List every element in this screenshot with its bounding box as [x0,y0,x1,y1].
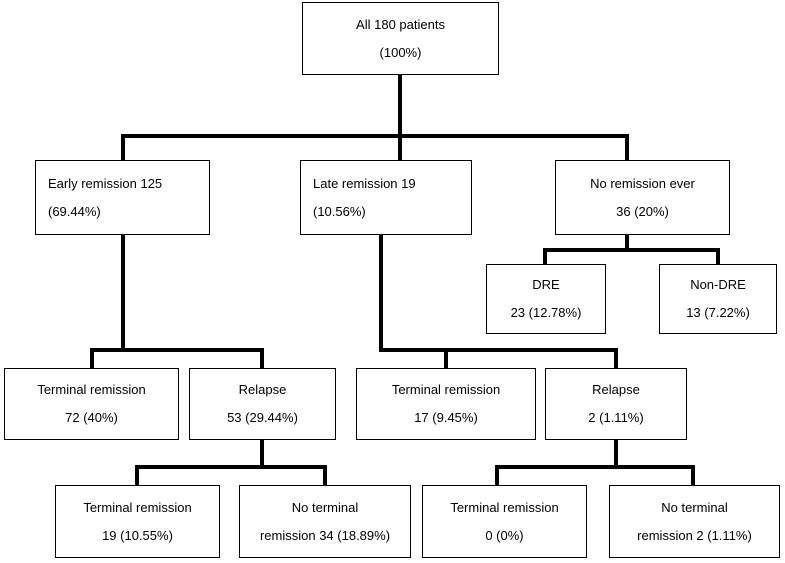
node-value: 53 (29.44%) [227,410,298,425]
node-label: Terminal remission [450,499,559,515]
node-late-remission: Late remission 19 (10.56%) [300,160,472,235]
node-value: 23 (12.78%) [510,305,582,320]
node-value: (69.44%) [48,203,101,219]
node-dre: DRE 23 (12.78%) [486,264,606,334]
node-relapse-terminal-remission: Terminal remission 19 (10.55%) [55,485,220,558]
node-early-relapse: Relapse 53 (29.44%) [189,368,336,440]
node-relapse-no-terminal-remission: No terminal remission 34 (18.89%) [239,485,411,558]
node-value: 36 (20%) [616,203,669,219]
node-late-relapse-no-terminal-remission: No terminal remission 2 (1.11%) [609,485,780,558]
node-label: No terminal [661,499,728,515]
node-label: Terminal remission [391,382,501,397]
node-late-terminal-remission: Terminal remission 17 (9.45%) [356,368,536,440]
node-label: Terminal remission [83,499,192,515]
node-all-patients: All 180 patients (100%) [302,2,499,75]
node-value: 0 (0%) [485,527,524,543]
node-label: Early remission 125 [48,175,163,191]
node-label: Non-DRE [690,277,746,292]
node-value: 19 (10.55%) [102,527,173,543]
node-value: 13 (7.22%) [686,305,750,320]
node-label: Relapse [238,382,287,397]
node-value: 72 (40%) [65,410,118,425]
node-label: DRE [532,277,560,292]
node-non-dre: Non-DRE 13 (7.22%) [659,264,777,334]
node-label: All 180 patients [356,16,445,32]
node-late-relapse-terminal-remission: Terminal remission 0 (0%) [422,485,587,558]
node-value: 17 (9.45%) [414,410,478,425]
node-early-remission: Early remission 125 (69.44%) [35,160,210,235]
node-label: No terminal [291,499,359,515]
node-no-remission-ever: No remission ever 36 (20%) [555,160,730,235]
node-value: (10.56%) [313,203,366,219]
node-label: Terminal remission [37,382,146,397]
node-label: Relapse [592,382,640,397]
node-label: Late remission 19 [313,175,416,191]
node-value: remission 34 (18.89%) [259,527,391,543]
node-value: 2 (1.11%) [588,410,644,425]
node-early-terminal-remission: Terminal remission 72 (40%) [4,368,179,440]
node-late-relapse: Relapse 2 (1.11%) [545,368,687,440]
node-label: No remission ever [590,175,695,191]
node-value: (100%) [379,44,422,60]
node-value: remission 2 (1.11%) [637,527,752,543]
